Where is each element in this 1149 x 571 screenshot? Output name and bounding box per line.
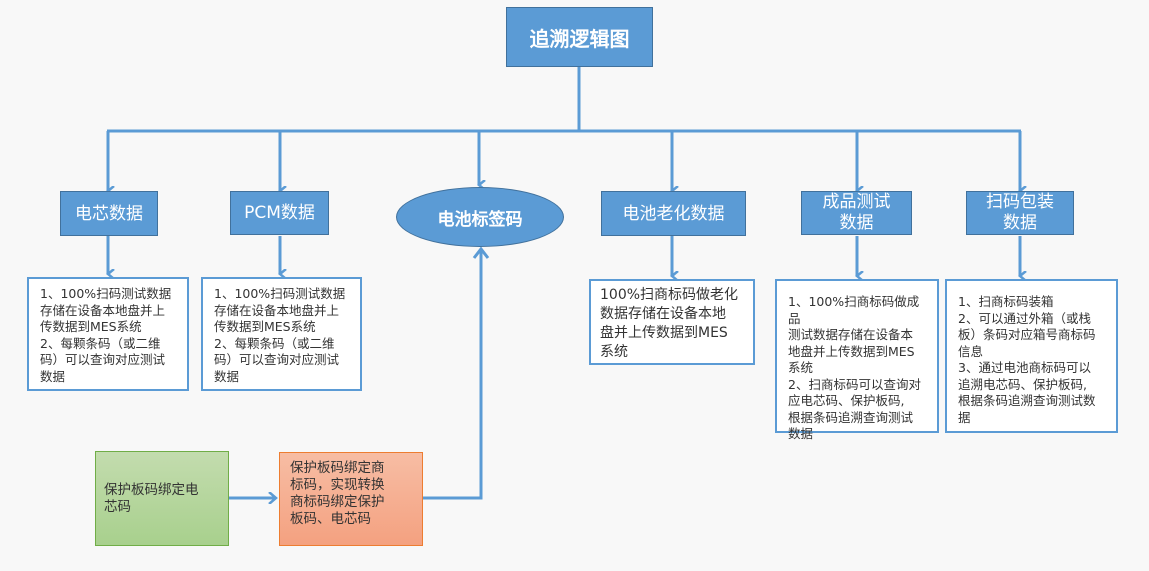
description-final-test-data: 1、100%扫商标码做成品 测试数据存储在设备本 地盘并上传数据到MES 系统 … <box>775 279 939 441</box>
description-aging-data: 100%扫商标码做老化 数据存储在设备本地 盘并上传数据到MES 系统 <box>589 279 755 365</box>
center-node-battery-label-code: 电池标签码 <box>396 187 564 247</box>
description-packing-data: 1、扫商标码装箱 2、可以通过外箱（或栈 板）条码对应箱号商标码 信息 3、通过… <box>945 279 1118 433</box>
category-cell-data: 电芯数据 <box>60 191 158 236</box>
category-aging-data: 电池老化数据 <box>601 191 746 236</box>
arrow-orange-to-label-code <box>423 250 483 500</box>
category-packing-data: 扫码包装 数据 <box>966 191 1074 235</box>
description-pcm-data: 1、100%扫码测试数据 存储在设备本地盘并上 传数据到MES系统 2、每颗条码… <box>201 277 362 391</box>
diagram-title: 追溯逻辑图 <box>506 7 653 67</box>
binding-target-box: 保护板码绑定商 标码，实现转换 商标码绑定保护 板码、电芯码 <box>279 452 423 546</box>
category-pcm-data: PCM数据 <box>230 191 329 235</box>
description-cell-data: 1、100%扫码测试数据 存储在设备本地盘并上 传数据到MES系统 2、每颗条码… <box>27 277 189 391</box>
category-final-test-data: 成品测试 数据 <box>801 191 912 235</box>
binding-source-box: 保护板码绑定电 芯码 <box>95 451 229 546</box>
